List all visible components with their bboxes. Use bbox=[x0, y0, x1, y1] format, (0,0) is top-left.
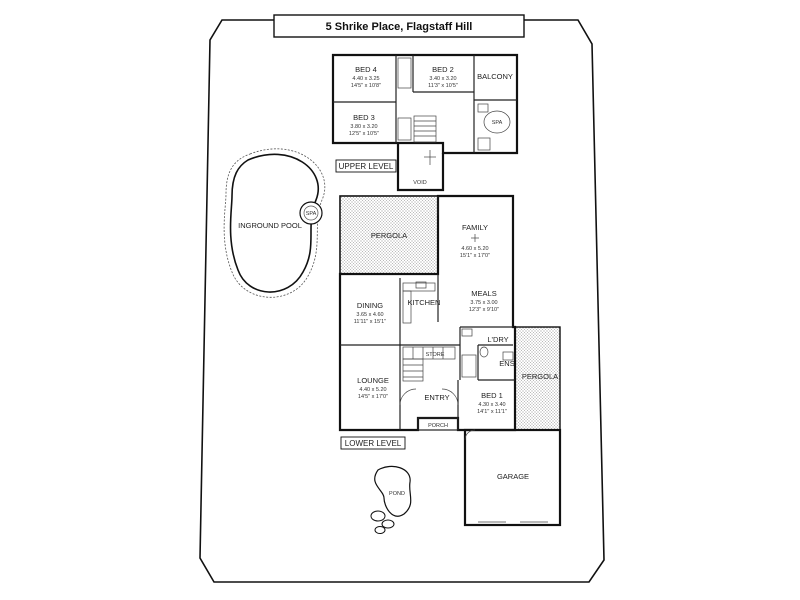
room-entry-label: ENTRY bbox=[424, 393, 449, 402]
room-dining-label: DINING bbox=[357, 301, 383, 310]
room-family-label: FAMILY bbox=[462, 223, 488, 232]
lower-level-tag: LOWER LEVEL bbox=[340, 436, 406, 450]
room-dining-dim-ft: 11'11" x 15'1" bbox=[354, 319, 386, 325]
room-lounge-label: LOUNGE bbox=[357, 376, 389, 385]
room-family-dim-ft: 15'1" x 17'0" bbox=[460, 253, 490, 259]
room-porch-label: PORCH bbox=[428, 423, 448, 429]
room-ldry-label: L'DRY bbox=[487, 335, 508, 344]
room-ens-label: ENS bbox=[499, 359, 514, 368]
room-bed2-dim-m: 3.40 x 3.20 bbox=[429, 76, 456, 82]
room-lounge-dim-ft: 14'5" x 17'0" bbox=[358, 394, 388, 400]
pond-label: POND bbox=[389, 491, 405, 497]
room-bed3-dim-ft: 12'5" x 10'5" bbox=[349, 131, 379, 137]
pond: POND bbox=[370, 465, 412, 534]
room-store-label: STORE bbox=[426, 352, 445, 358]
upper-level-label: UPPER LEVEL bbox=[339, 162, 394, 171]
room-bed2-label: BED 2 bbox=[432, 65, 454, 74]
garage: GARAGE bbox=[463, 428, 562, 527]
upper-level: BED 4 4.40 x 3.25 14'5" x 10'8" BED 2 3.… bbox=[331, 53, 519, 192]
room-bed3-label: BED 3 bbox=[353, 113, 375, 122]
pool-spa-label: SPA bbox=[306, 211, 317, 217]
room-bed2-dim-ft: 11'3" x 10'5" bbox=[428, 83, 458, 89]
room-bed4-dim-ft: 14'5" x 10'8" bbox=[351, 83, 381, 89]
room-family-dim-m: 4.60 x 5.20 bbox=[461, 246, 488, 252]
room-balcony-label: BALCONY bbox=[477, 72, 513, 81]
page-title: 5 Shrike Place, Flagstaff Hill bbox=[326, 21, 473, 33]
room-bed1-label: BED 1 bbox=[481, 391, 503, 400]
room-bed3-dim-m: 3.80 x 3.20 bbox=[350, 124, 377, 130]
room-dining-dim-m: 3.65 x 4.60 bbox=[356, 312, 383, 318]
title-box: 5 Shrike Place, Flagstaff Hill bbox=[273, 14, 525, 38]
room-void-label: VOID bbox=[413, 180, 426, 186]
site-boundary bbox=[199, 19, 605, 583]
upper-stair bbox=[413, 115, 437, 143]
room-kitchen-label: KITCHEN bbox=[408, 298, 441, 307]
room-garage-label: GARAGE bbox=[497, 472, 529, 481]
room-pergola-top-label: PERGOLA bbox=[371, 231, 407, 240]
room-bed1-dim-m: 4.30 x 3.40 bbox=[478, 402, 505, 408]
room-spa-upper-label: SPA bbox=[492, 120, 503, 126]
room-meals-dim-m: 3.75 x 3.00 bbox=[470, 300, 497, 306]
room-lounge-dim-m: 4.40 x 5.20 bbox=[359, 387, 386, 393]
lower-stair bbox=[402, 346, 456, 382]
room-bed4-dim-m: 4.40 x 3.25 bbox=[352, 76, 379, 82]
upper-level-tag: UPPER LEVEL bbox=[335, 159, 397, 173]
room-meals-label: MEALS bbox=[471, 289, 496, 298]
lower-level-label: LOWER LEVEL bbox=[345, 439, 402, 448]
lower-level: PERGOLA FAMILY 4.60 x 5.20 15'1" x 17'0"… bbox=[338, 194, 561, 432]
room-bed1-dim-ft: 14'1" x 11'1" bbox=[477, 409, 507, 415]
pool-label: INGROUND POOL bbox=[238, 221, 302, 230]
room-meals-dim-ft: 12'3" x 9'10" bbox=[469, 307, 499, 313]
inground-pool: SPA INGROUND POOL bbox=[223, 148, 326, 298]
room-bed4-label: BED 4 bbox=[355, 65, 377, 74]
room-pergola-side-label: PERGOLA bbox=[522, 372, 558, 381]
